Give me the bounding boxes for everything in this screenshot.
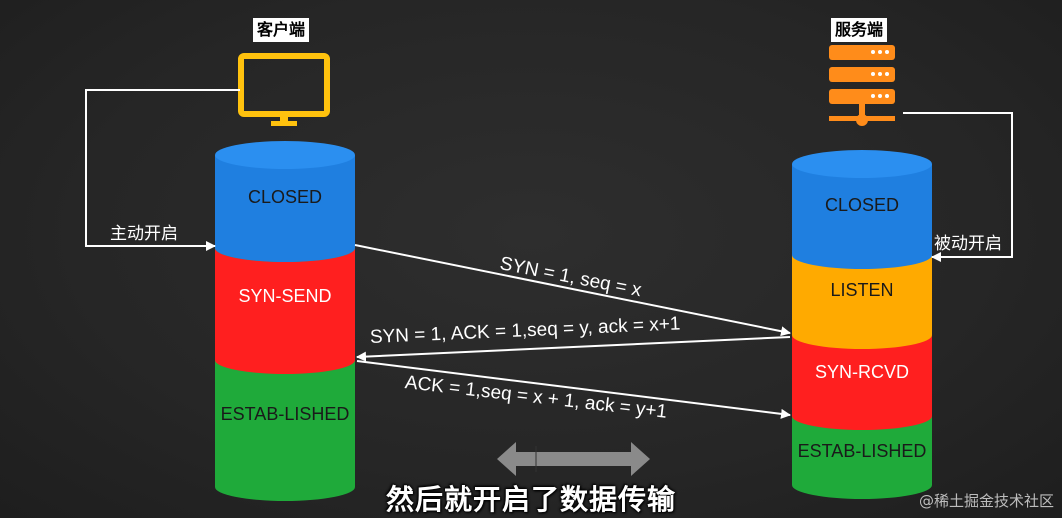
server-state-syn-rcvd: SYN-RCVD	[814, 362, 909, 382]
monitor-icon	[238, 53, 330, 126]
server-side-label: 被动开启	[934, 234, 1002, 254]
client-state-syn-send: SYN-SEND	[238, 286, 332, 306]
client-cylinder	[215, 141, 355, 501]
server-label: 服务端	[831, 18, 888, 42]
client-state-closed: CLOSED	[247, 187, 323, 207]
server-open-path	[903, 112, 1013, 262]
client-state-established: ESTAB-LISHED	[220, 404, 350, 424]
server-rack-icon	[829, 45, 895, 126]
ack-arrow	[356, 360, 791, 419]
watermark: @稀土掘金技术社区	[918, 492, 1054, 510]
server-state-listen: LISTEN	[830, 280, 894, 300]
syn-ack-arrow	[356, 336, 791, 362]
double-arrow-icon	[497, 442, 650, 476]
client-open-path	[85, 89, 240, 251]
client-label: 客户端	[253, 18, 310, 42]
server-state-established: ESTAB-LISHED	[797, 441, 927, 461]
server-cylinder	[792, 150, 932, 499]
server-state-closed: CLOSED	[824, 195, 900, 215]
client-side-label: 主动开启	[110, 224, 178, 244]
syn-arrow	[354, 244, 791, 337]
subtitle-caption: 然后就开启了数据传输	[385, 483, 676, 516]
